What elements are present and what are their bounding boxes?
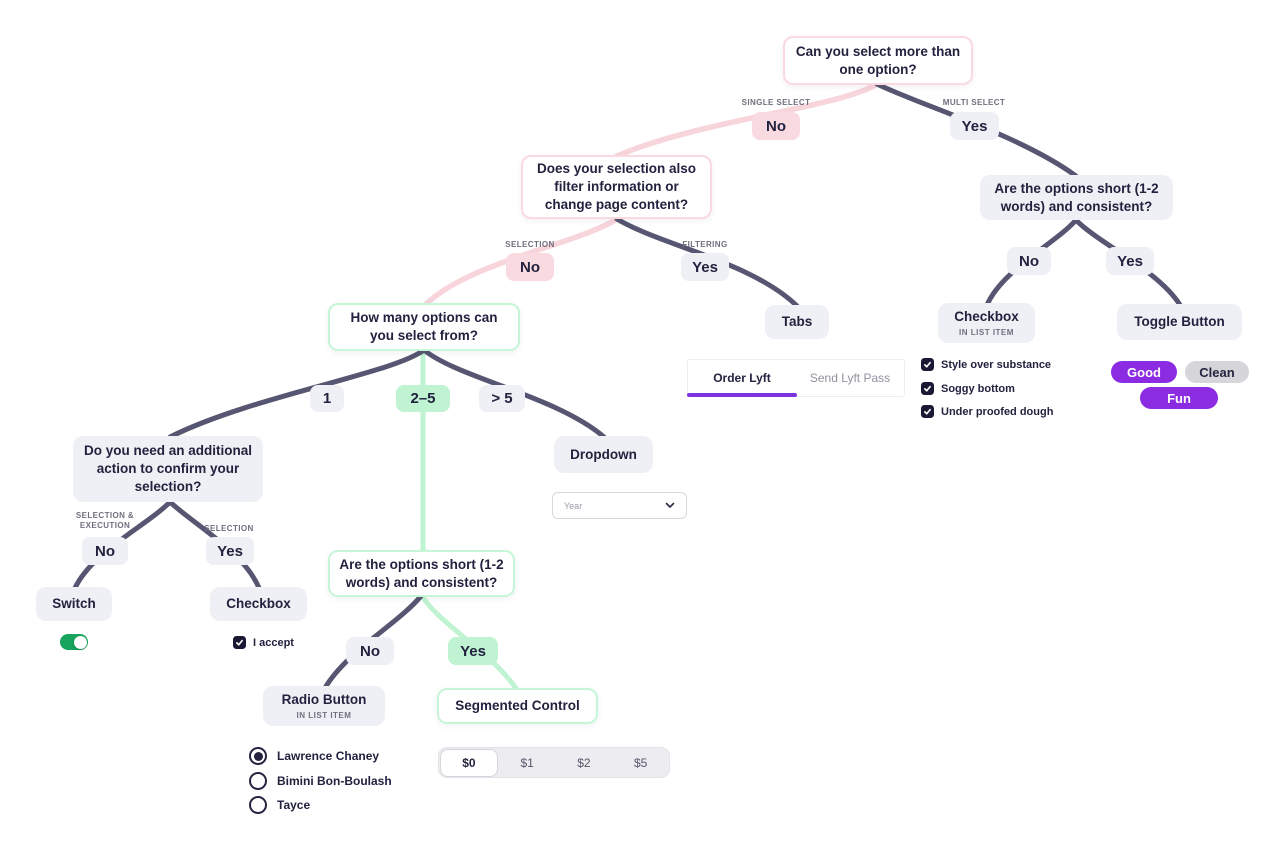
checkbox-checked-icon[interactable] xyxy=(921,405,934,418)
radio-unselected-icon[interactable] xyxy=(249,772,267,790)
branch-two-to-five: 2–5 xyxy=(396,385,450,412)
branch-mid-yes: Yes xyxy=(448,637,498,665)
tab-order-lyft[interactable]: Order Lyft xyxy=(687,360,797,397)
branch-one: 1 xyxy=(310,385,344,412)
node-result-dropdown: Dropdown xyxy=(554,436,653,473)
segment-3[interactable]: $5 xyxy=(633,755,648,770)
branch-right-no: No xyxy=(1007,247,1051,275)
checkbox-checked-icon[interactable] xyxy=(921,382,934,395)
tag-selection: SELECTION xyxy=(505,240,555,249)
tag-selection-execution: SELECTION & EXECUTION xyxy=(75,511,135,531)
tab-send-lyft-pass[interactable]: Send Lyft Pass xyxy=(809,371,891,385)
segment-1[interactable]: $1 xyxy=(520,755,534,770)
branch-selection-yes: Yes xyxy=(206,537,254,565)
tag-single-select: SINGLE SELECT xyxy=(741,98,811,107)
radio-unselected-icon[interactable] xyxy=(249,796,267,814)
segmented-control-example: $0 $1 $2 $5 xyxy=(438,747,670,778)
toggle-pill-clean[interactable]: Clean xyxy=(1185,361,1249,383)
branch-selection-execution-no: No xyxy=(82,537,128,565)
node-result-checkbox-list: Checkbox IN LIST ITEM xyxy=(938,303,1035,343)
switch-knob xyxy=(73,635,87,649)
toggle-pill-fun[interactable]: Fun xyxy=(1140,387,1218,409)
year-select[interactable]: Year xyxy=(552,492,687,519)
radio-row-lawrence-chaney[interactable]: Lawrence Chaney xyxy=(249,747,379,765)
node-question-confirm-action: Do you need an additional action to conf… xyxy=(73,436,263,502)
node-question-filtering: Does your selection also filter informat… xyxy=(521,155,712,219)
toggle-pill-good[interactable]: Good xyxy=(1111,361,1177,383)
node-result-toggle-button: Toggle Button xyxy=(1117,304,1242,340)
segment-0[interactable]: $0 xyxy=(439,748,499,777)
node-result-tabs: Tabs xyxy=(765,305,829,339)
segment-2[interactable]: $2 xyxy=(577,755,591,770)
radio-row-tayce[interactable]: Tayce xyxy=(249,796,310,814)
tabs-example: Order Lyft Send Lyft Pass xyxy=(687,359,905,397)
node-result-switch: Switch xyxy=(36,587,112,621)
checkbox-i-accept[interactable]: I accept xyxy=(233,636,294,649)
branch-multi-yes: Yes xyxy=(950,112,999,140)
branch-more-than-five: > 5 xyxy=(479,385,525,412)
node-result-segmented-control: Segmented Control xyxy=(437,688,598,724)
branch-right-yes: Yes xyxy=(1106,247,1154,275)
radio-row-bimini-bon-boulash[interactable]: Bimini Bon-Boulash xyxy=(249,772,392,790)
branch-mid-no: No xyxy=(346,637,394,665)
radio-selected-icon[interactable] xyxy=(249,747,267,765)
branch-filtering-yes: Yes xyxy=(681,253,729,281)
select-placeholder: Year xyxy=(564,500,583,511)
node-result-radio-button: Radio Button IN LIST ITEM xyxy=(263,686,385,726)
chevron-down-icon xyxy=(665,502,675,509)
checkbox-checked-icon[interactable] xyxy=(233,636,246,649)
tag-multi-select: MULTI SELECT xyxy=(942,98,1006,107)
tag-selection-yes: SELECTION xyxy=(204,524,254,533)
node-question-how-many-options: How many options can you select from? xyxy=(328,303,520,351)
checkbox-checked-icon[interactable] xyxy=(921,358,934,371)
node-question-multiselect: Can you select more than one option? xyxy=(783,36,973,85)
node-result-checkbox: Checkbox xyxy=(210,587,307,621)
checkbox-row-soggy-bottom[interactable]: Soggy bottom xyxy=(921,382,1015,395)
node-question-options-short-mid: Are the options short (1-2 words) and co… xyxy=(328,550,515,597)
checkbox-row-under-proofed-dough[interactable]: Under proofed dough xyxy=(921,405,1053,418)
tag-filtering: FILTERING xyxy=(682,240,728,249)
branch-single-no: No xyxy=(752,112,800,140)
switch-toggle-on[interactable] xyxy=(60,634,88,650)
node-question-options-short-right: Are the options short (1-2 words) and co… xyxy=(980,175,1173,220)
branch-selection-no: No xyxy=(506,253,554,281)
checkbox-row-style-over-substance[interactable]: Style over substance xyxy=(921,358,1051,371)
